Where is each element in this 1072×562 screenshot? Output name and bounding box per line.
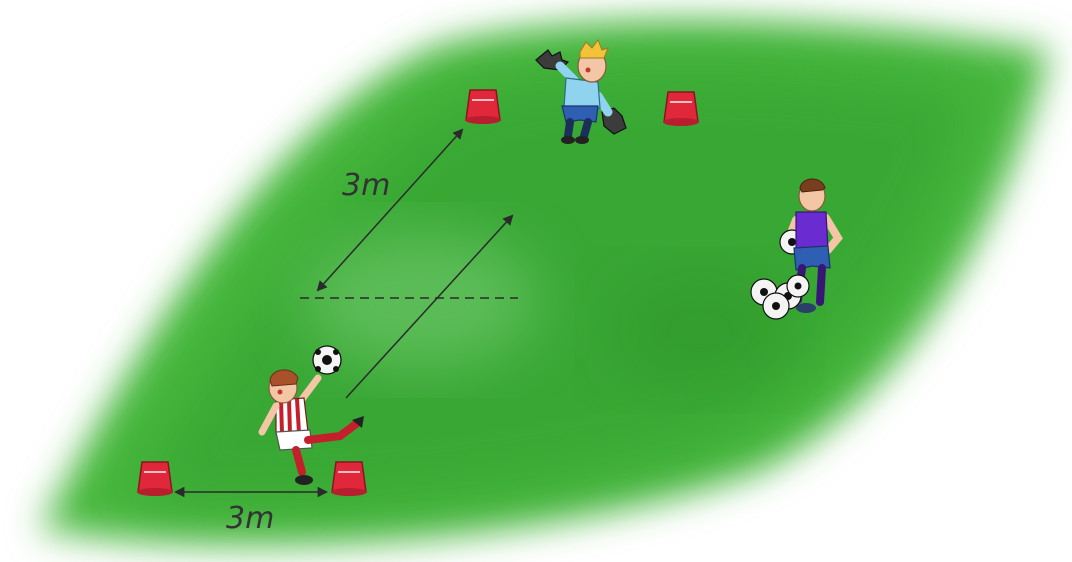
cone [331, 462, 367, 496]
distance-label-vertical: 3m [342, 168, 390, 203]
cone [663, 92, 699, 126]
cone [465, 90, 501, 124]
cone [137, 462, 173, 496]
pitch [40, 21, 1050, 544]
distance-label-horizontal: 3m [226, 501, 274, 536]
